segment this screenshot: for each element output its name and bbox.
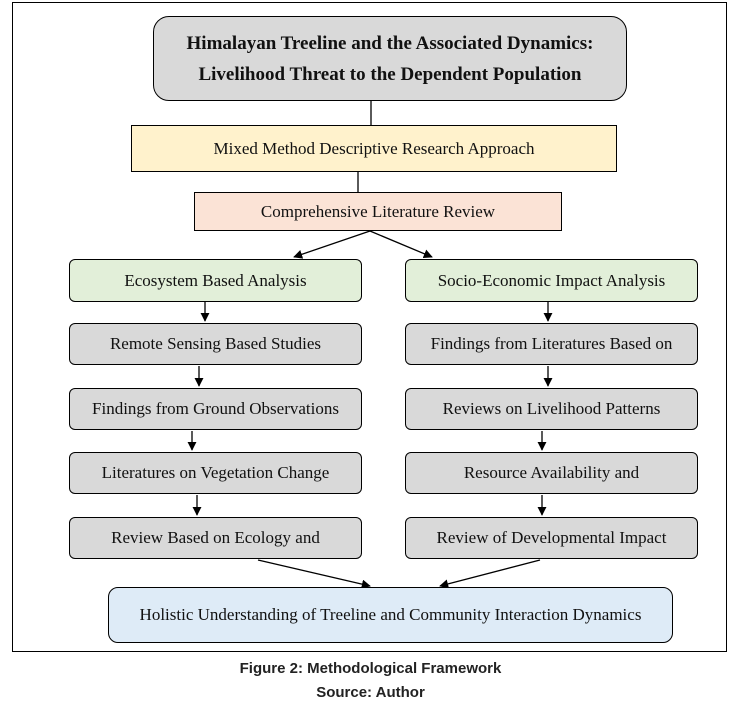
literature-review-box: Comprehensive Literature Review	[194, 192, 562, 231]
outcome-label: Holistic Understanding of Treeline and C…	[139, 605, 642, 624]
literature-review-label: Comprehensive Literature Review	[260, 201, 496, 221]
right-step-label-3: Resource Availability and	[463, 463, 640, 482]
arrow-left-to-outcome	[257, 559, 371, 589]
ecosystem-analysis-label: Ecosystem Based Analysis	[124, 270, 307, 290]
left-step-box-4: Review Based on Ecology and	[69, 517, 362, 559]
socioeconomic-analysis-label: Socio-Economic Impact Analysis	[437, 270, 666, 290]
left-step-box-2: Findings from Ground Observations	[69, 388, 362, 430]
right-step-label-2: Reviews on Livelihood Patterns	[442, 399, 661, 418]
right-step-box-3: Resource Availability and	[405, 452, 698, 494]
right-step-label-4: Review of Developmental Impact	[436, 528, 667, 547]
source-caption: Source: Author	[316, 684, 425, 701]
left-step-box-3: Literatures on Vegetation Change	[69, 452, 362, 494]
socioeconomic-analysis-box: Socio-Economic Impact Analysis	[405, 259, 698, 302]
ecosystem-analysis-box: Ecosystem Based Analysis	[69, 259, 362, 302]
outcome-box: Holistic Understanding of Treeline and C…	[108, 587, 673, 643]
approach-box: Mixed Method Descriptive Research Approa…	[131, 125, 617, 172]
left-step-label-3: Literatures on Vegetation Change	[101, 463, 330, 482]
arrow-review-to-ecosystem	[293, 230, 371, 259]
right-step-label-1: Findings from Literatures Based on	[430, 334, 673, 353]
title-line-2: Livelihood Threat to the Dependent Popul…	[198, 63, 582, 85]
right-step-box-4: Review of Developmental Impact	[405, 517, 698, 559]
left-step-label-1: Remote Sensing Based Studies	[109, 334, 322, 353]
arrow-right-to-outcome	[439, 559, 541, 589]
figure-caption: Figure 2: Methodological Framework	[239, 660, 502, 677]
left-step-label-2: Findings from Ground Observations	[92, 399, 339, 418]
approach-label: Mixed Method Descriptive Research Approa…	[213, 138, 535, 158]
left-step-label-4: Review Based on Ecology and	[111, 528, 320, 547]
arrow-review-to-socioeconomic	[369, 230, 433, 259]
title-line-1: Himalayan Treeline and the Associated Dy…	[186, 32, 594, 54]
title-box: Himalayan Treeline and the Associated Dy…	[153, 16, 627, 101]
right-step-box-2: Reviews on Livelihood Patterns	[405, 388, 698, 430]
right-step-box-1: Findings from Literatures Based on	[405, 323, 698, 365]
left-step-box-1: Remote Sensing Based Studies	[69, 323, 362, 365]
